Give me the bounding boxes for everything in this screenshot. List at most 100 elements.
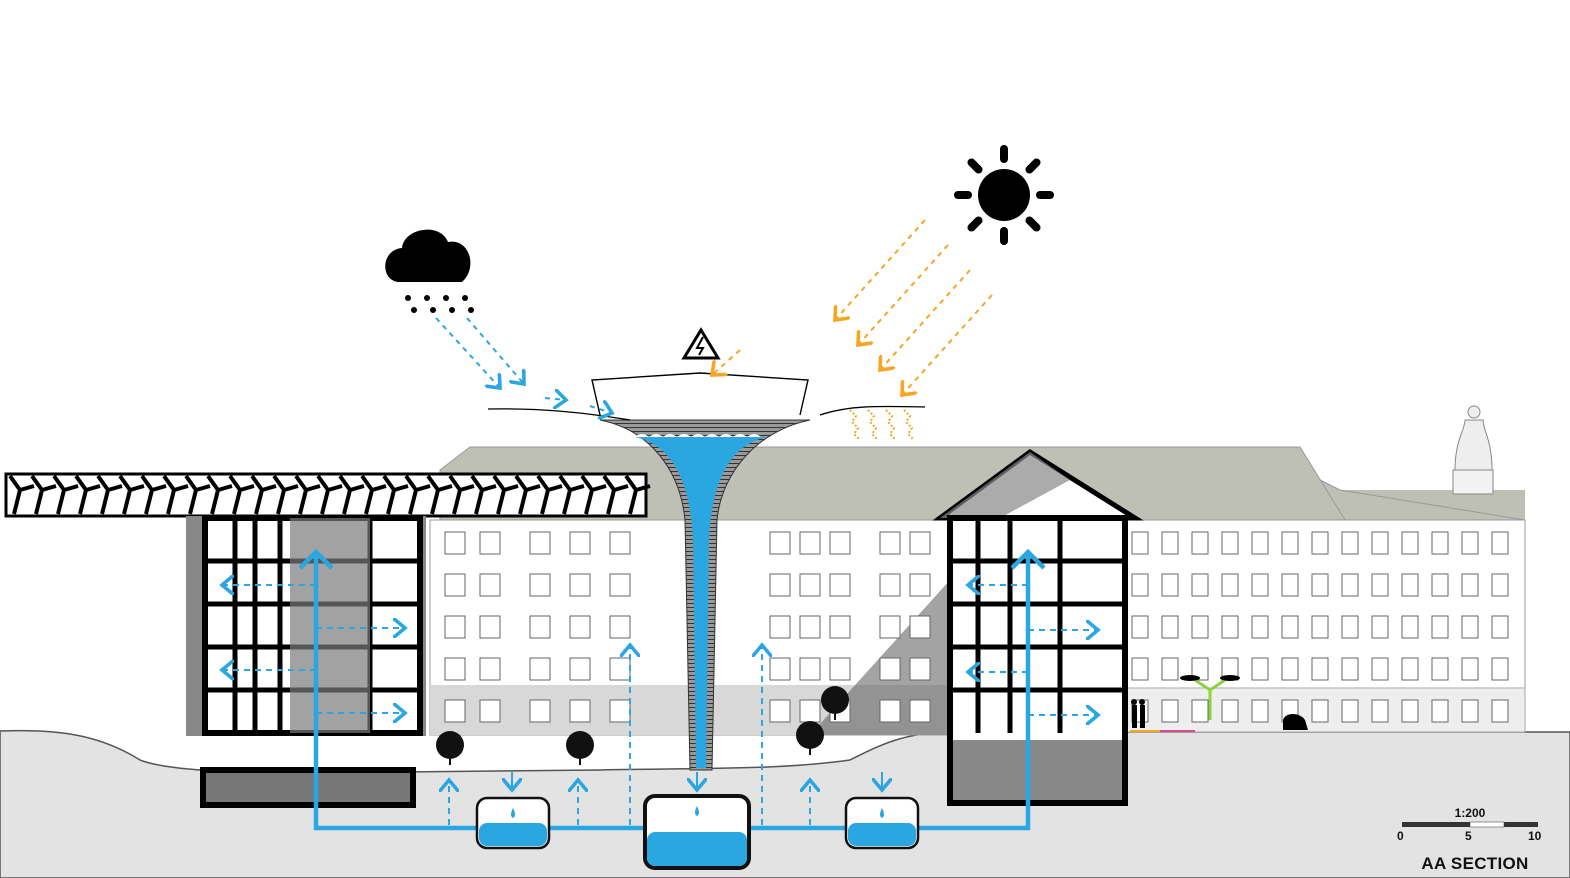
window (444, 615, 466, 639)
window (1191, 699, 1209, 723)
window (1371, 531, 1389, 555)
window (829, 657, 851, 681)
voronoi-cell (382, 474, 409, 515)
sun-ray (967, 158, 983, 174)
left-section-building (186, 515, 426, 808)
high-voltage-warning-icon (681, 327, 721, 360)
voronoi-cell (272, 474, 299, 515)
raindrop (462, 295, 468, 301)
pedestrians (1131, 699, 1145, 728)
window (1131, 531, 1149, 555)
voronoi-cell (118, 474, 145, 515)
window (1131, 573, 1149, 597)
window (569, 531, 591, 555)
window (1461, 531, 1479, 555)
central-storage-tank (643, 794, 751, 870)
window (1251, 699, 1269, 723)
scale-tick-0: 0 (1397, 829, 1404, 843)
voronoi-cell (140, 474, 167, 515)
raindrop (424, 295, 430, 301)
voronoi-cell (74, 474, 101, 515)
voronoi-cell (8, 474, 35, 515)
window (879, 657, 901, 681)
section-title: AA SECTION (1421, 854, 1529, 873)
window (799, 657, 821, 681)
window (769, 531, 791, 555)
window (1161, 573, 1179, 597)
voronoi-cell (492, 474, 519, 515)
window (1401, 531, 1419, 555)
sun-icon (954, 145, 1054, 245)
window (1431, 573, 1449, 597)
window (479, 531, 501, 555)
scale-ratio: 1:200 (1454, 806, 1486, 820)
window (1371, 657, 1389, 681)
ground (0, 729, 1570, 878)
sun-ray (967, 216, 983, 232)
voronoi-cell (448, 474, 475, 515)
window (1221, 573, 1239, 597)
window (1221, 615, 1239, 639)
sun-ray (1025, 216, 1041, 232)
window (529, 573, 551, 597)
voronoi-cell (338, 474, 365, 515)
window (1371, 699, 1389, 723)
window (444, 531, 466, 555)
raindrop (449, 307, 455, 313)
window (1341, 657, 1359, 681)
window (1341, 573, 1359, 597)
scale-tick-5: 5 (1465, 829, 1472, 843)
heat-wave (867, 409, 879, 441)
raindrop (468, 307, 474, 313)
window (1311, 615, 1329, 639)
window (1161, 699, 1179, 723)
voronoi-cell (52, 474, 79, 515)
window (569, 657, 591, 681)
window (479, 699, 501, 723)
voronoi-cell (162, 474, 189, 515)
window (1341, 531, 1359, 555)
window (529, 531, 551, 555)
window (444, 699, 466, 723)
raindrop (443, 295, 449, 301)
voronoi-cell (558, 474, 585, 515)
window (1431, 699, 1449, 723)
window (1191, 657, 1209, 681)
voronoi-cell (30, 474, 57, 515)
window (1401, 573, 1419, 597)
window (769, 699, 791, 723)
window (1251, 573, 1269, 597)
window (1131, 657, 1149, 681)
left-storage-tank (475, 796, 551, 850)
window (1401, 699, 1419, 723)
window (609, 531, 631, 555)
window (1341, 615, 1359, 639)
window (1461, 615, 1479, 639)
window (1281, 531, 1299, 555)
window (479, 657, 501, 681)
raindrop (411, 307, 417, 313)
window (1281, 657, 1299, 681)
window (1341, 699, 1359, 723)
heat-wave (885, 409, 897, 441)
voronoi-cell (250, 474, 277, 515)
voronoi-cell (206, 474, 233, 515)
window (1251, 657, 1269, 681)
window (1161, 615, 1179, 639)
window (799, 615, 821, 639)
car (1283, 714, 1308, 730)
voronoi-cell (470, 474, 497, 515)
window (1311, 531, 1329, 555)
window (1221, 531, 1239, 555)
window (1311, 573, 1329, 597)
window (1251, 615, 1269, 639)
window (1281, 573, 1299, 597)
window (479, 615, 501, 639)
window (1251, 531, 1269, 555)
voronoi-cell (228, 474, 255, 515)
window (1401, 657, 1419, 681)
heat-wave (849, 409, 861, 441)
window (799, 699, 821, 723)
window (1431, 531, 1449, 555)
